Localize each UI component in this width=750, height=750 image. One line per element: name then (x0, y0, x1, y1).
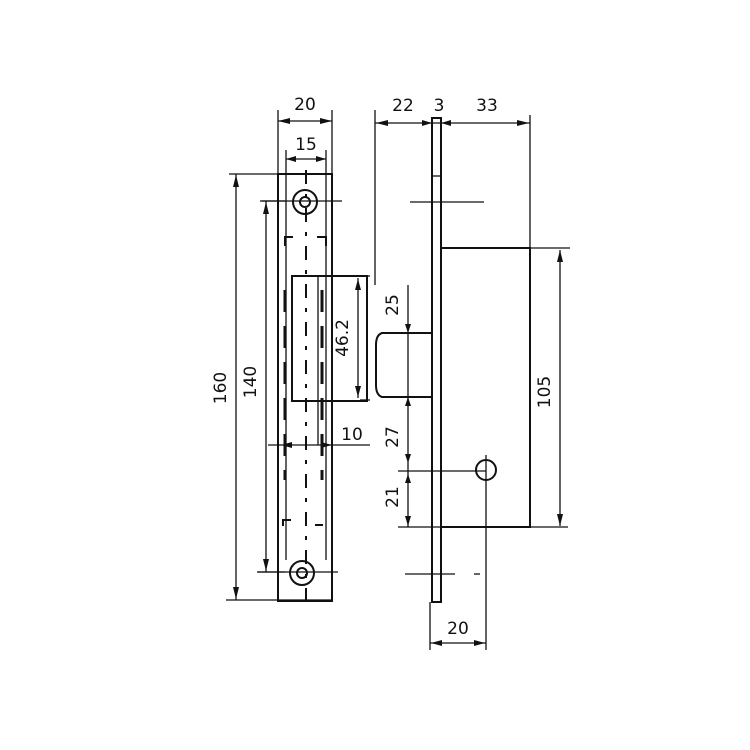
dim-latch-to-spindle: 27 (383, 426, 403, 448)
dim-case-height: 105 (535, 376, 555, 408)
faceplate (431, 117, 442, 603)
dim-opening-offset: 10 (341, 425, 363, 445)
dim-spindle-offset: 20 (447, 619, 469, 639)
strike-opening (291, 275, 368, 402)
dim-body-depth: 33 (476, 96, 498, 116)
screw-hole-icon (262, 189, 342, 215)
dim-backset: 22 (392, 96, 414, 116)
dim-strike-width: 20 (294, 95, 316, 115)
dim-spindle-to-bottom: 21 (383, 486, 403, 508)
dim-hole-spacing-width: 15 (295, 135, 317, 155)
dim-hole-distance: 140 (241, 366, 261, 398)
screw-hole-icon (258, 560, 338, 586)
dim-opening-height: 46.2 (333, 319, 353, 357)
strike-plate: 20 15 160 140 46.2 10 (211, 95, 370, 605)
dim-strike-total-height: 160 (211, 372, 231, 404)
lock-body: 22 3 33 105 25 27 21 20 (374, 96, 570, 650)
dim-latch-height: 25 (383, 294, 403, 316)
spindle-hole-icon (475, 455, 497, 650)
dim-faceplate-thickness: 3 (434, 96, 445, 116)
latch-bolt (375, 332, 433, 398)
